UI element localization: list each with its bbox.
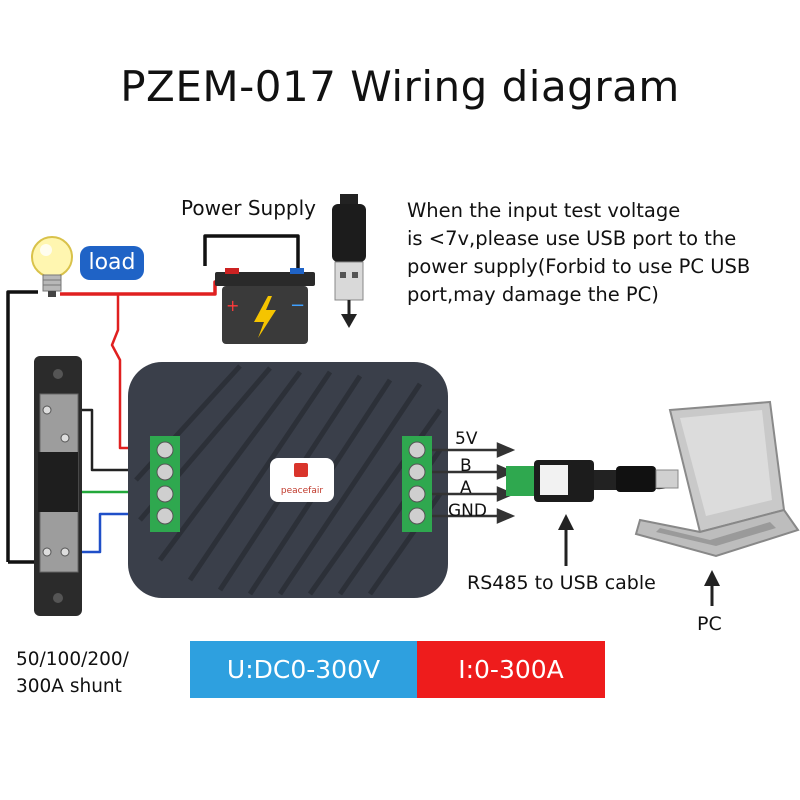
voltage-range-bar: U:DC0-300V — [190, 641, 417, 698]
note-line: port,may damage the PC) — [407, 283, 659, 306]
pin-label-gnd: GND — [448, 501, 487, 521]
shunt — [34, 356, 82, 616]
shunt-label-line: 50/100/200/ — [16, 649, 129, 670]
rs485-cable-label: RS485 to USB cable — [467, 572, 656, 594]
pin-label-5v: 5V — [455, 429, 478, 449]
svg-text:+: + — [226, 296, 239, 315]
pin-label-a: A — [460, 478, 472, 498]
note-line: When the input test voltage — [407, 199, 681, 222]
load-badge: load — [80, 246, 144, 280]
shunt-label: 50/100/200/ 300A shunt — [16, 646, 129, 700]
light-bulb-icon — [31, 236, 73, 297]
svg-text:−: − — [290, 295, 305, 316]
battery-icon: + − — [215, 268, 315, 344]
pc-label: PC — [697, 613, 722, 635]
output-arrows — [432, 442, 516, 524]
page-title: PZEM-017 Wiring diagram — [120, 62, 680, 111]
arrow-down-icon — [341, 300, 357, 328]
rs485-adapter — [506, 460, 679, 502]
usb-plug-icon — [332, 194, 366, 301]
note-line: power supply(Forbid to use PC USB — [407, 255, 751, 278]
meter-body — [128, 362, 448, 598]
shunt-label-line: 300A shunt — [16, 676, 122, 697]
red-wire-sense — [110, 294, 158, 450]
usb-power-note: When the input test voltage is <7v,pleas… — [407, 197, 797, 309]
brand-logo-text: peacefair — [280, 486, 324, 496]
note-line: is <7v,please use USB port to the — [407, 227, 737, 250]
red-wire-load — [60, 280, 232, 296]
current-range-bar: I:0-300A — [417, 641, 605, 698]
power-supply-label: Power Supply — [181, 196, 316, 220]
arrow-up-icon — [558, 514, 574, 566]
laptop-icon — [634, 400, 800, 558]
arrow-up-icon — [704, 570, 720, 606]
pin-label-b: B — [460, 456, 472, 476]
